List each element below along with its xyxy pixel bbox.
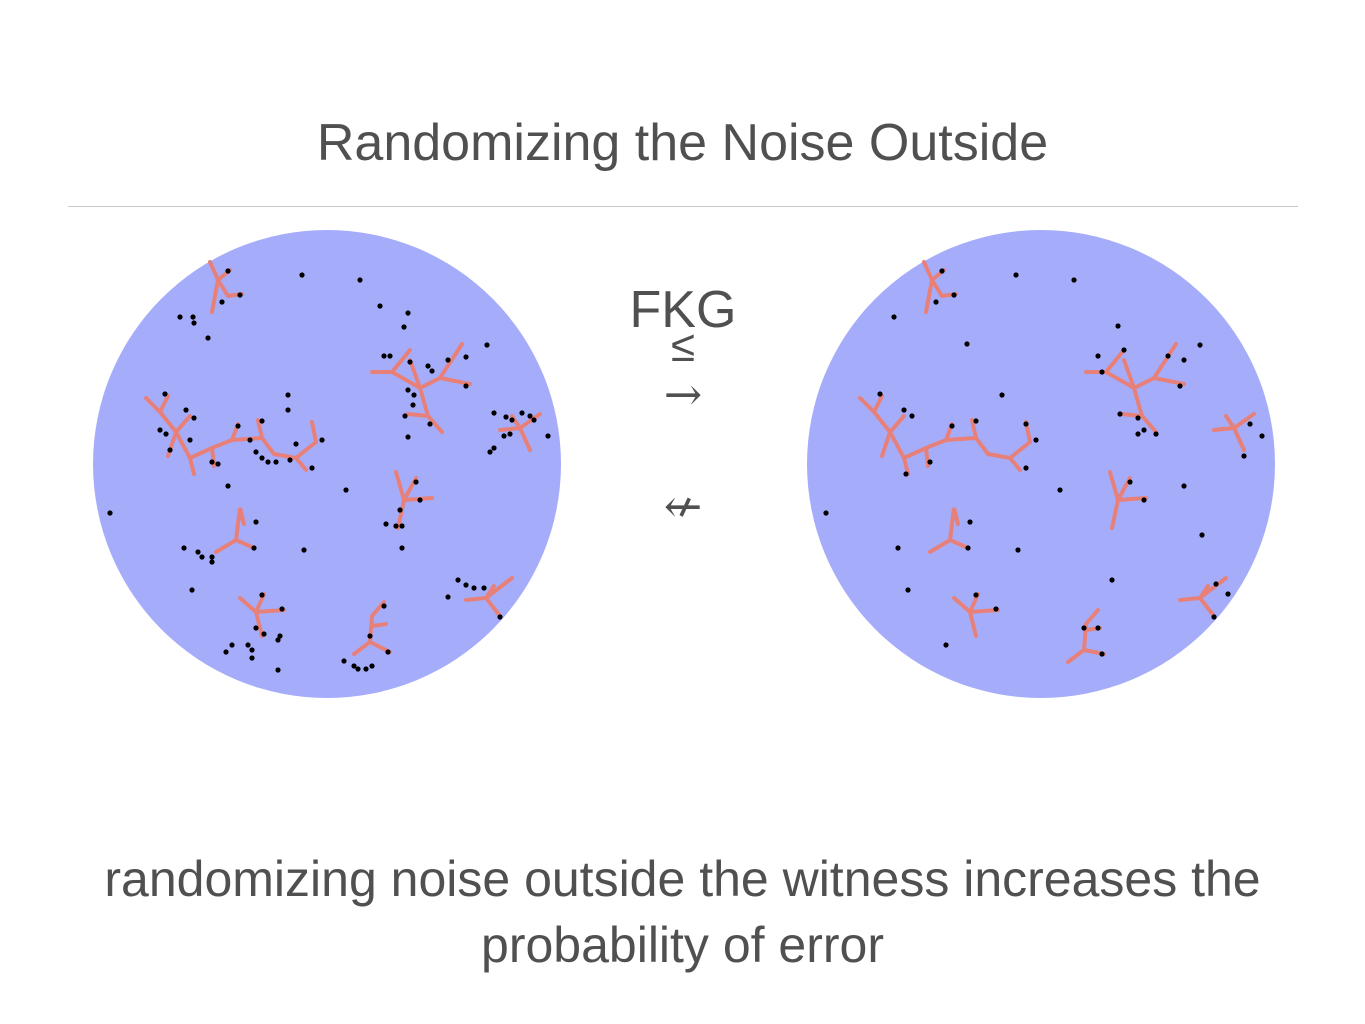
title-divider [68,206,1298,207]
fkg-label: FKG [629,281,737,339]
right-witness-trees [858,260,1256,664]
caption-line-2: probability of error [481,917,884,973]
right-noise-points [823,268,1265,657]
slide-caption: randomizing noise outside the witness in… [0,846,1365,978]
left-disk [93,230,561,698]
caption-line-1: randomizing noise outside the witness in… [104,851,1261,907]
slide-title: Randomizing the Noise Outside [316,114,1049,172]
left-noise-points [107,268,551,673]
not-implied-arrow: ↚ [663,479,703,533]
leq-symbol: ≤ [670,322,696,371]
right-disk [807,230,1275,698]
implies-arrow: → [663,367,703,421]
